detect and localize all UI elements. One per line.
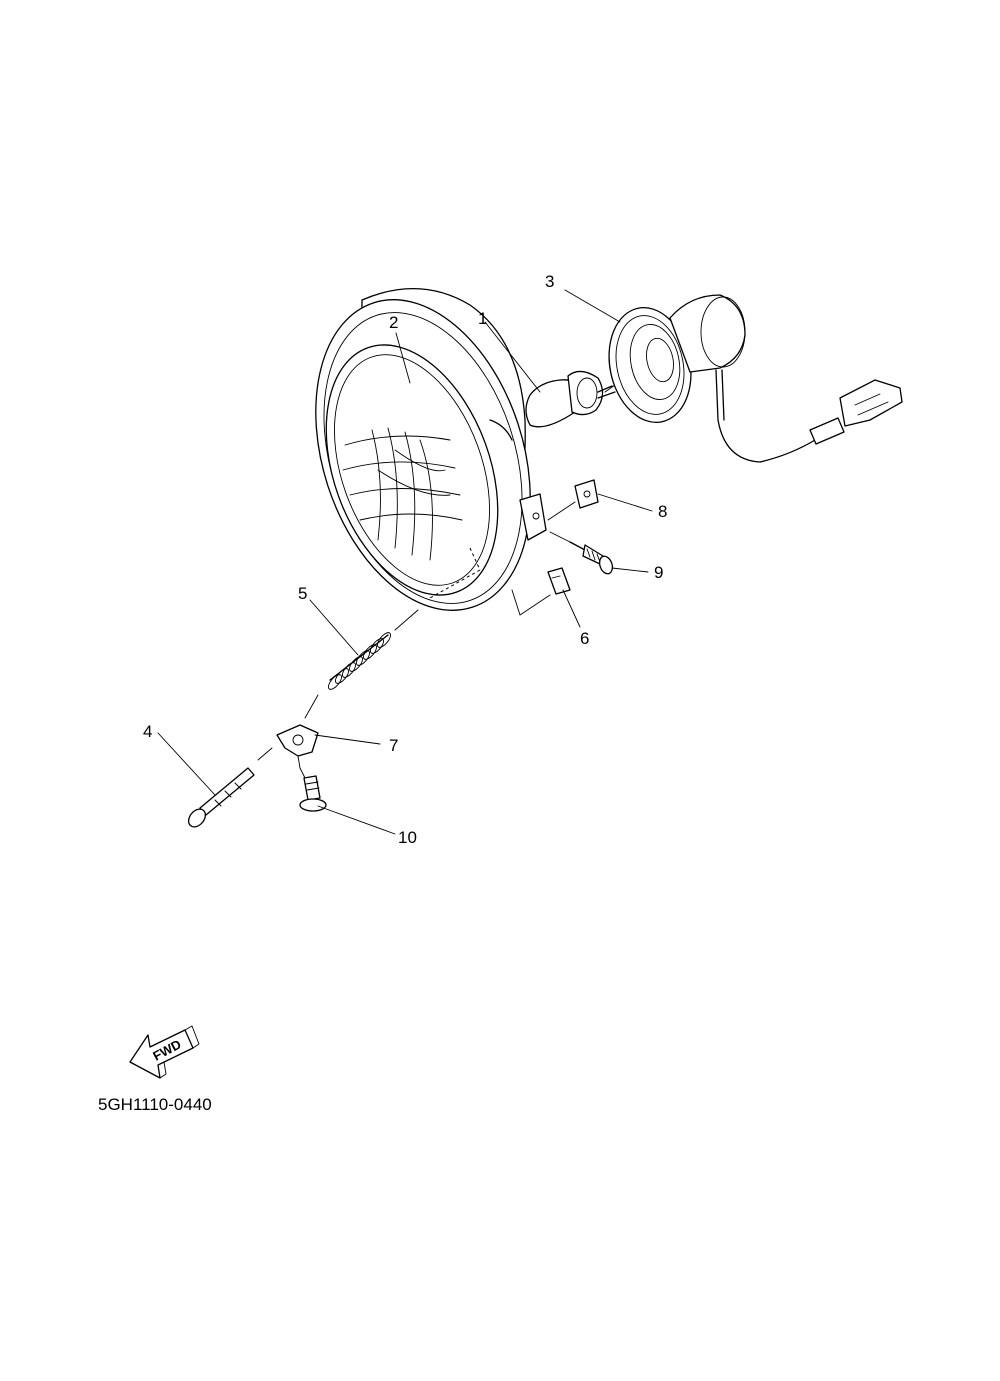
callout-labels: 1 2 3 4 5 6 7 8 9 10: [143, 272, 667, 847]
screw-10: [299, 767, 327, 812]
bracket-7: [276, 724, 319, 769]
callout-1: 1: [478, 309, 487, 328]
callout-6: 6: [580, 629, 589, 648]
diagram-code: 5GH1110-0440: [98, 1095, 212, 1114]
callout-8: 8: [658, 502, 667, 521]
callout-10: 10: [398, 828, 417, 847]
nut-plate: [574, 479, 599, 509]
callout-3: 3: [545, 272, 554, 291]
spring: [304, 609, 419, 719]
nut-6: [547, 567, 571, 595]
callout-7: 7: [389, 736, 398, 755]
bulb: [525, 370, 616, 428]
callout-5: 5: [298, 584, 307, 603]
headlight-unit: [315, 287, 547, 611]
callout-9: 9: [654, 563, 663, 582]
leader-lines: [157, 289, 653, 835]
lens-pattern: [342, 427, 463, 561]
fwd-arrow-icon: FWD: [129, 1025, 200, 1079]
callout-2: 2: [389, 313, 398, 332]
screw-9: [569, 541, 614, 575]
adjust-screw: [187, 747, 273, 828]
callout-4: 4: [143, 722, 152, 741]
socket-harness: [608, 294, 903, 463]
